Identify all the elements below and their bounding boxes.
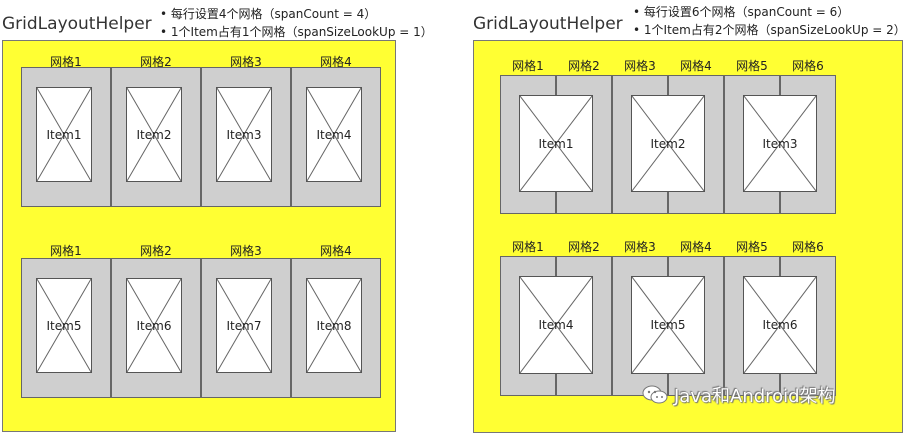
grid-label: 网格3 (230, 244, 262, 258)
item-card: Item1 (36, 87, 92, 182)
placeholder-cross-icon (744, 96, 816, 191)
item-label: Item2 (136, 127, 172, 142)
grid-label: 网格3 (624, 59, 656, 73)
grid-label: 网格1 (512, 59, 544, 73)
left-note-span-size: • 1个Item占有1个网格（spanSizeLookUp = 1） (160, 25, 433, 39)
right-note-span-count: • 每行设置6个网格（spanCount = 6） (633, 5, 850, 19)
right-panel-title: GridLayoutHelper (473, 14, 623, 34)
left-note-span-count: • 每行设置4个网格（spanCount = 4） (160, 7, 377, 21)
grid-label: 网格5 (736, 240, 768, 254)
grid-label: 网格2 (140, 244, 172, 258)
grid-label: 网格1 (512, 240, 544, 254)
item-card: Item6 (126, 278, 182, 373)
item-label: Item7 (226, 318, 262, 333)
placeholder-cross-icon (37, 88, 91, 181)
item-label: Item3 (226, 127, 262, 142)
item-card: Item4 (519, 276, 593, 374)
placeholder-cross-icon (520, 277, 592, 373)
item-card: Item2 (126, 87, 182, 182)
item-card: Item5 (631, 276, 705, 374)
placeholder-cross-icon (632, 96, 704, 191)
item-card: Item3 (216, 87, 272, 182)
grid-label: 网格3 (624, 240, 656, 254)
placeholder-cross-icon (520, 96, 592, 191)
wechat-icon (642, 385, 668, 404)
placeholder-cross-icon (127, 279, 181, 372)
right-note-span-size: • 1个Item占有2个网格（spanSizeLookUp = 2） (633, 23, 906, 37)
grid-label: 网格5 (736, 59, 768, 73)
item-label: Item2 (650, 136, 686, 151)
item-label: Item1 (46, 127, 82, 142)
item-label: Item4 (538, 318, 574, 332)
item-card: Item6 (743, 276, 817, 374)
placeholder-cross-icon (744, 277, 816, 373)
grid-label: 网格1 (50, 244, 82, 258)
item-card: Item4 (306, 87, 362, 182)
item-label: Item5 (46, 318, 82, 333)
item-card: Item5 (36, 278, 92, 373)
placeholder-cross-icon (37, 279, 91, 372)
item-label: Item8 (316, 318, 352, 333)
grid-label: 网格4 (320, 55, 352, 69)
grid-label: 网格2 (140, 55, 172, 69)
placeholder-cross-icon (307, 88, 361, 181)
placeholder-cross-icon (127, 88, 181, 181)
grid-label: 网格4 (680, 59, 712, 73)
grid-label: 网格6 (792, 240, 824, 254)
grid-label: 网格4 (320, 244, 352, 258)
watermark-text: Java和Android架构 (674, 386, 836, 407)
left-panel-title: GridLayoutHelper (2, 14, 152, 34)
item-label: Item3 (762, 136, 798, 151)
item-label: Item6 (136, 318, 172, 333)
placeholder-cross-icon (632, 277, 704, 373)
item-card: Item3 (743, 95, 817, 192)
item-label: Item4 (316, 127, 352, 142)
grid-label: 网格3 (230, 55, 262, 69)
item-label: Item1 (538, 136, 574, 151)
item-card: Item1 (519, 95, 593, 192)
placeholder-cross-icon (307, 279, 361, 372)
item-card: Item8 (306, 278, 362, 373)
grid-label: 网格6 (792, 59, 824, 73)
watermark: Java和Android架构 (642, 384, 836, 407)
item-label: Item6 (762, 318, 798, 332)
item-card: Item2 (631, 95, 705, 192)
item-card: Item7 (216, 278, 272, 373)
placeholder-cross-icon (217, 88, 271, 181)
grid-label: 网格1 (50, 55, 82, 69)
grid-label: 网格4 (680, 240, 712, 254)
grid-label: 网格2 (568, 59, 600, 73)
grid-label: 网格2 (568, 240, 600, 254)
item-label: Item5 (650, 318, 686, 332)
placeholder-cross-icon (217, 279, 271, 372)
